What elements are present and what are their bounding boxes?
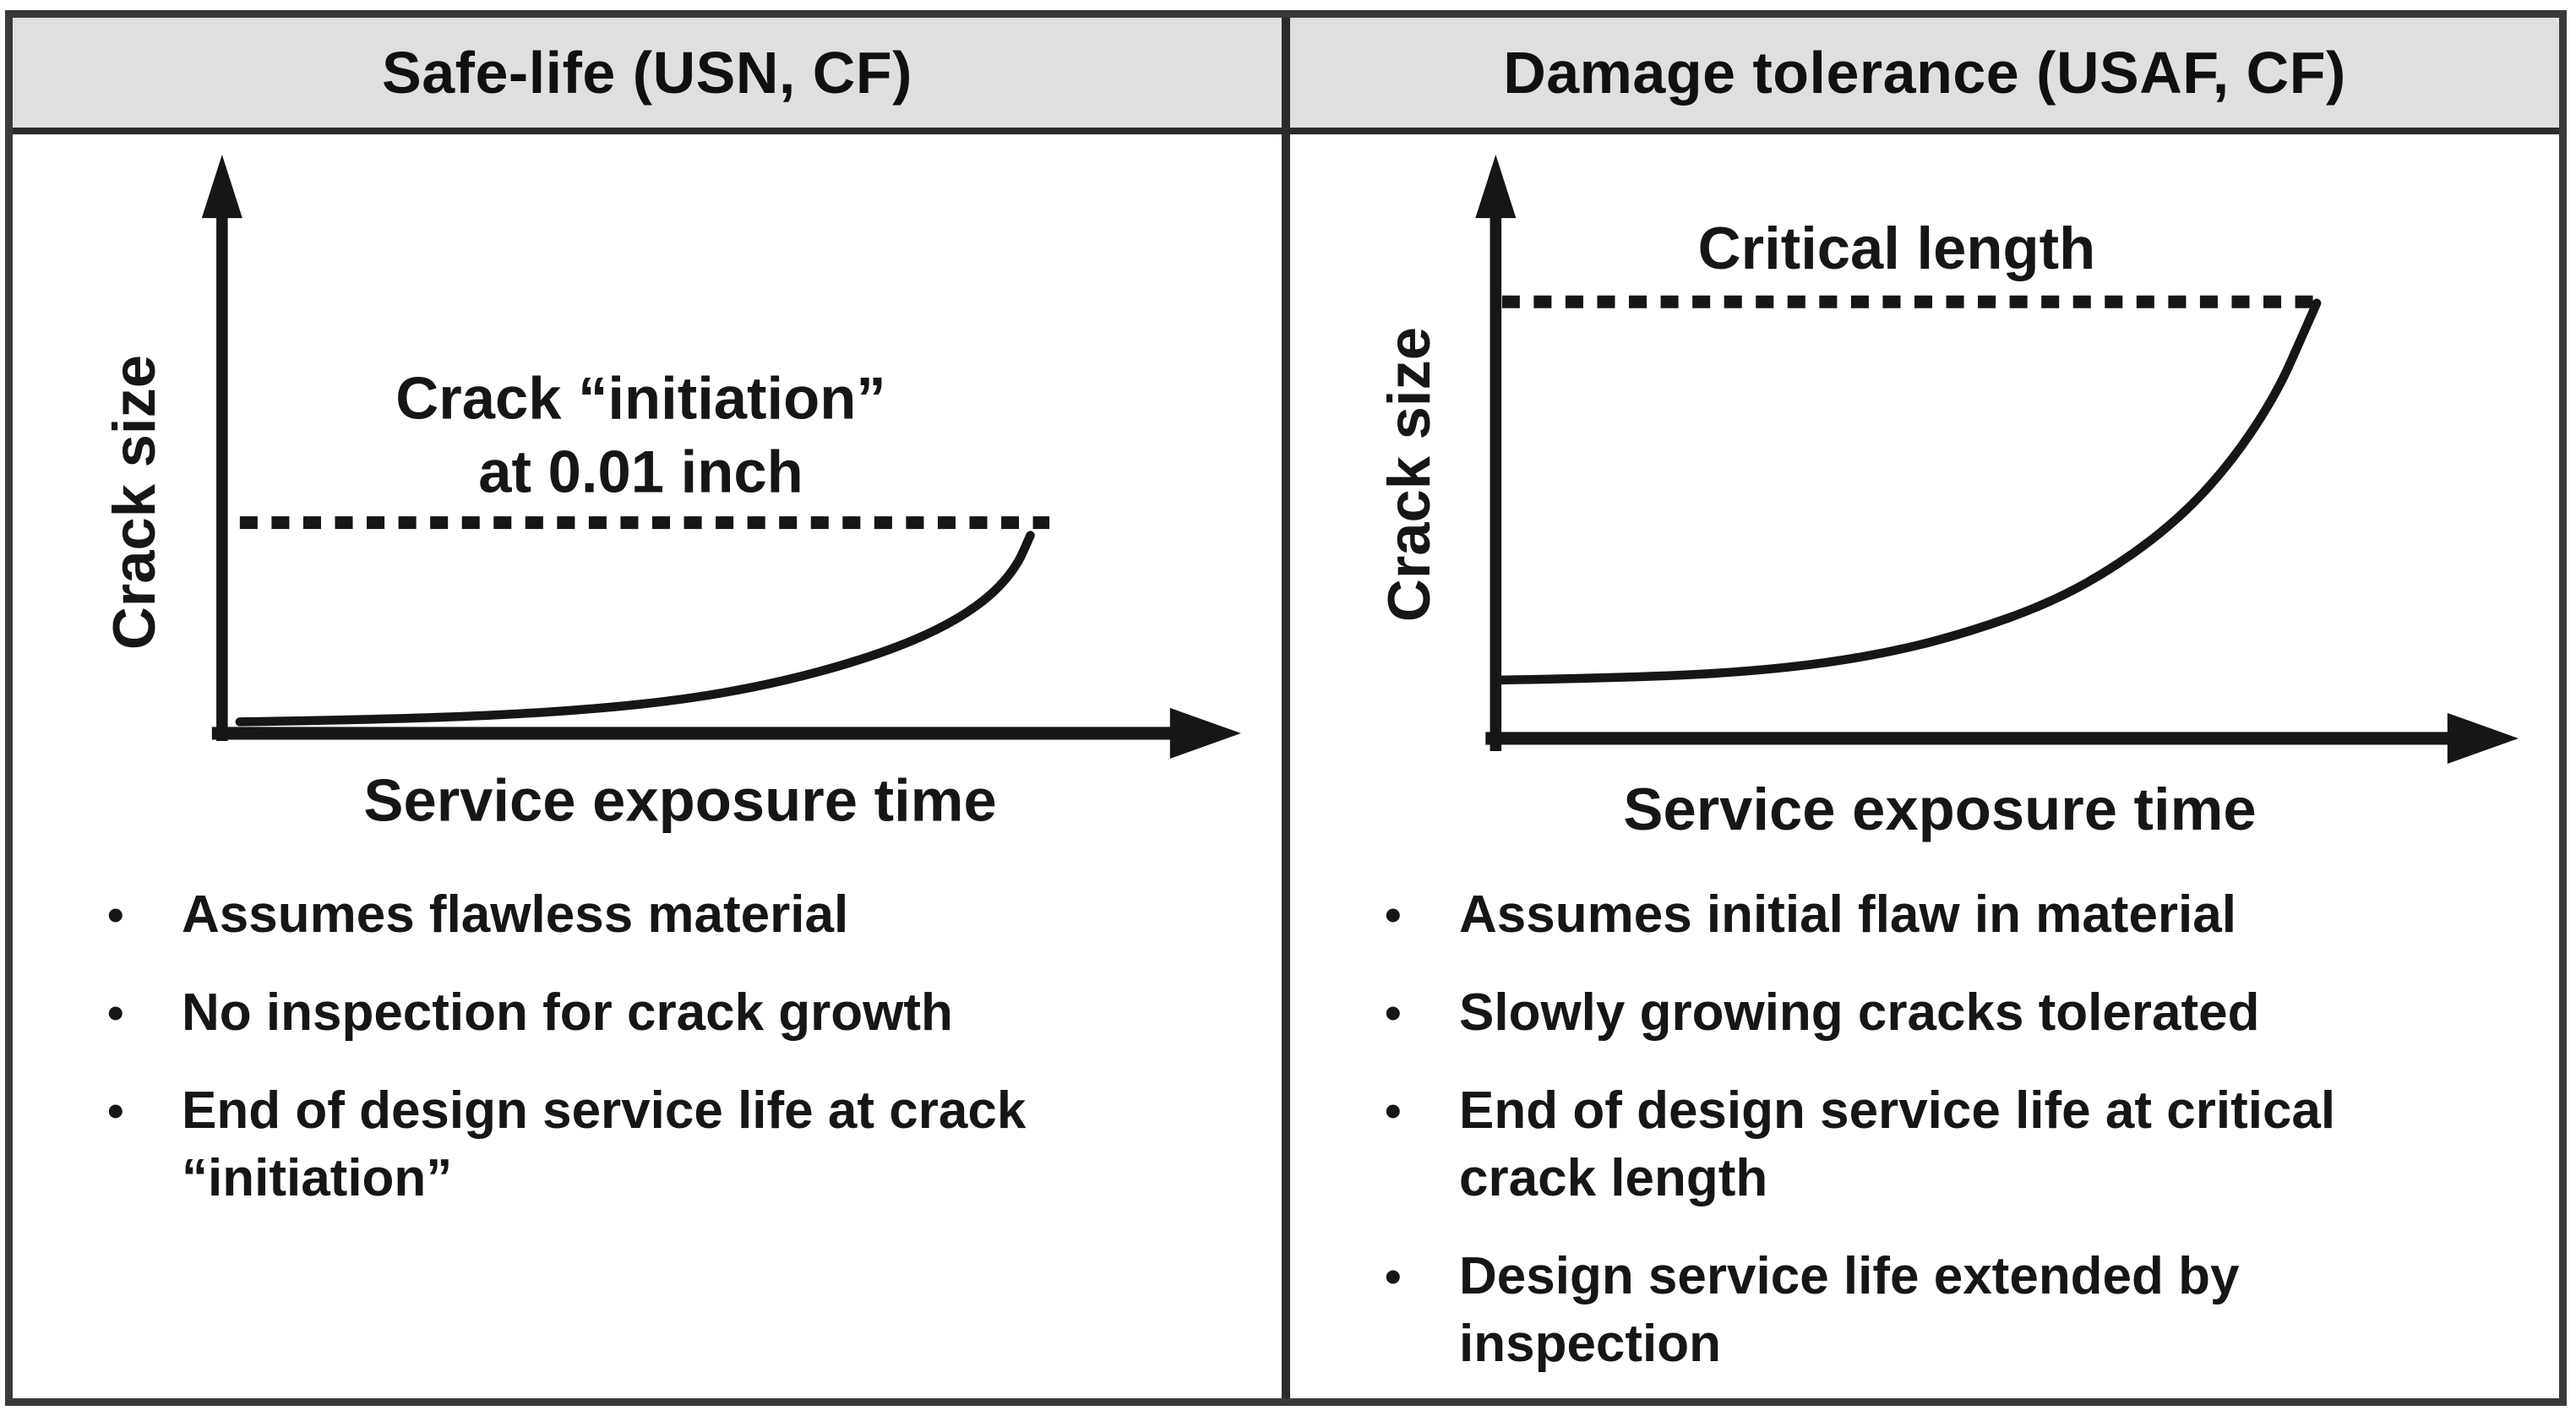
bullet-text: End of design service life at critical c… bbox=[1459, 1081, 2336, 1207]
y-axis-arrowhead-icon bbox=[1475, 155, 1517, 219]
chart-damage-tolerance: Crack size Critical length Service expos… bbox=[1375, 155, 2519, 842]
chart-safe-life: Crack size Crack “initiation” at 0.01 in… bbox=[101, 155, 1241, 834]
critical-length-label: Critical length bbox=[1698, 215, 2096, 281]
bullet-marker: • bbox=[1385, 985, 1402, 1039]
bullet-marker: • bbox=[107, 887, 124, 941]
annotation-line-1: Crack “initiation” bbox=[395, 364, 885, 431]
bullet-text: Assumes initial flaw in material bbox=[1459, 885, 2236, 944]
y-axis-label: Crack size bbox=[101, 355, 167, 650]
bullet-marker: • bbox=[107, 985, 124, 1039]
panel-body-safe-life: Crack size Crack “initiation” at 0.01 in… bbox=[13, 134, 1282, 1398]
bullet-item: • No inspection for crack growth bbox=[107, 979, 1265, 1047]
bullet-item: • End of design service life at critical … bbox=[1385, 1077, 2542, 1212]
bullet-marker: • bbox=[1385, 887, 1402, 941]
x-axis-label: Service exposure time bbox=[1623, 776, 2256, 842]
panel-damage-tolerance: Damage tolerance (USAF, CF) Crack size C… bbox=[1290, 18, 2559, 1398]
crack-growth-curve bbox=[235, 531, 1035, 727]
crack-growth-curve bbox=[1497, 298, 2322, 685]
bullet-text: Assumes flawless material bbox=[182, 885, 849, 944]
bullet-item: • Design service life extended by inspect… bbox=[1385, 1243, 2542, 1378]
bullet-marker: • bbox=[1385, 1249, 1402, 1303]
bullet-marker: • bbox=[107, 1083, 124, 1137]
bullet-list-safe-life: • Assumes flawless material • No inspection… bbox=[13, 864, 1282, 1212]
x-axis-arrowhead-icon bbox=[1169, 707, 1241, 759]
bullet-item: • Assumes flawless material bbox=[107, 881, 1265, 949]
panel-header-label: Safe-life (USN, CF) bbox=[382, 40, 912, 106]
bullet-item: • Assumes initial flaw in material bbox=[1385, 881, 2542, 949]
panel-body-damage-tolerance: Crack size Critical length Service expos… bbox=[1290, 134, 2559, 1398]
comparison-table: Safe-life (USN, CF) Crack size Crack “in… bbox=[5, 10, 2567, 1406]
panel-header-safe-life: Safe-life (USN, CF) bbox=[13, 18, 1282, 134]
x-axis-arrowhead-icon bbox=[2447, 712, 2519, 764]
bullet-text: Design service life extended by inspecti… bbox=[1459, 1246, 2240, 1373]
bullet-marker: • bbox=[1385, 1083, 1402, 1137]
bullet-text: End of design service life at crack “ini… bbox=[182, 1081, 1027, 1207]
panel-header-label: Damage tolerance (USAF, CF) bbox=[1503, 40, 2346, 106]
panel-safe-life: Safe-life (USN, CF) Crack size Crack “in… bbox=[13, 18, 1282, 1398]
panel-header-damage-tolerance: Damage tolerance (USAF, CF) bbox=[1290, 18, 2559, 134]
annotation-line-2: at 0.01 inch bbox=[478, 438, 803, 505]
y-axis-arrowhead-icon bbox=[201, 155, 242, 219]
x-axis-label: Service exposure time bbox=[363, 767, 996, 834]
bullet-text: Slowly growing cracks tolerated bbox=[1459, 983, 2260, 1042]
column-divider bbox=[1282, 18, 1290, 1398]
bullet-item: • End of design service life at crack “in… bbox=[107, 1077, 1265, 1212]
bullet-item: • Slowly growing cracks tolerated bbox=[1385, 979, 2542, 1047]
y-axis-label: Crack size bbox=[1375, 327, 1442, 622]
bullet-list-damage-tolerance: • Assumes initial flaw in material • Slowly… bbox=[1290, 864, 2559, 1378]
bullet-text: No inspection for crack growth bbox=[182, 983, 953, 1042]
